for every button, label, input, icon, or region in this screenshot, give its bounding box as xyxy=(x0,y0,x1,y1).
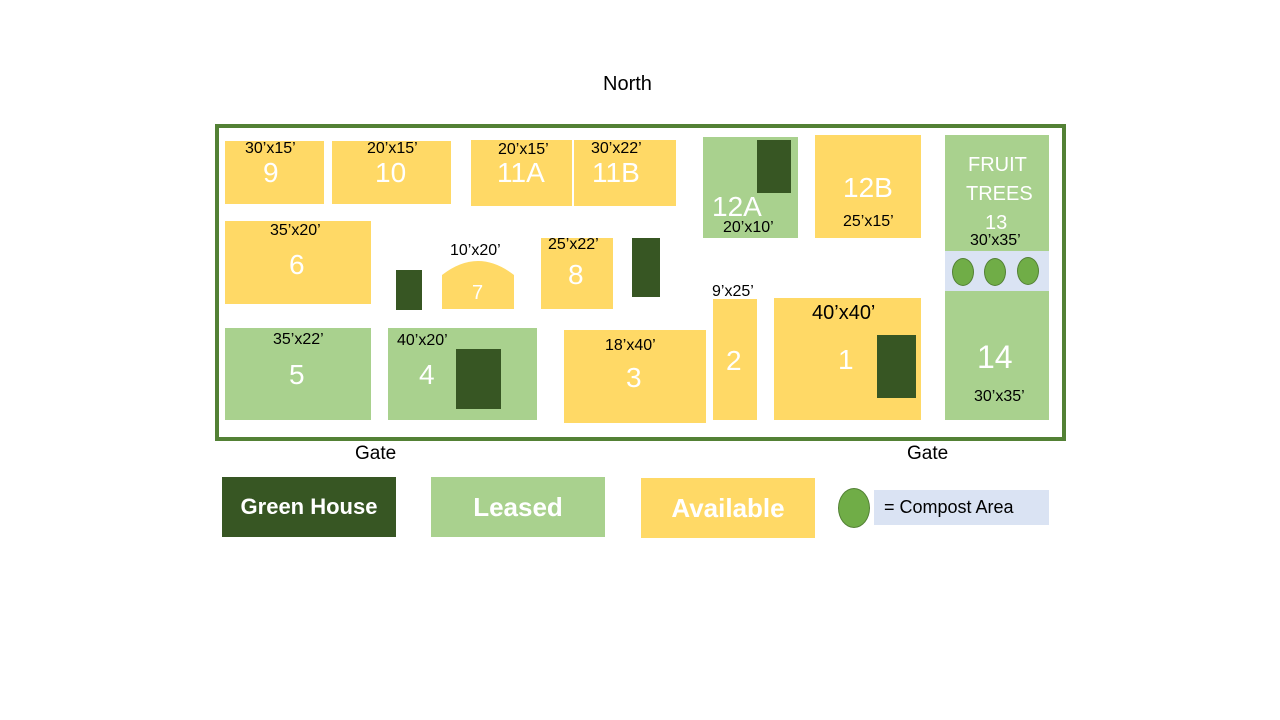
plot-9-size: 30’x15’ xyxy=(245,140,296,157)
plot-9[interactable] xyxy=(225,141,324,204)
plot-7[interactable] xyxy=(442,261,514,309)
legend-available: Available xyxy=(641,478,815,538)
plot-13-fruit-trees[interactable] xyxy=(945,135,1049,251)
plot-10-number: 10 xyxy=(375,157,407,188)
plot-3-size: 18’x40’ xyxy=(605,337,656,354)
plot-11a[interactable] xyxy=(471,140,572,206)
plot-11b[interactable] xyxy=(574,140,676,206)
legend-green-house: Green House xyxy=(222,477,396,537)
plot-6-size: 35’x20’ xyxy=(270,222,321,239)
plot-10-size: 20’x15’ xyxy=(367,140,418,157)
legend-compost-label: = Compost Area xyxy=(874,490,1049,525)
plot-14-number: 14 xyxy=(977,339,1013,375)
plot-5-size: 35’x22’ xyxy=(273,331,324,348)
plot-14[interactable] xyxy=(945,291,1049,420)
plot-13-size: 30’x35’ xyxy=(970,232,1021,249)
plot-12b[interactable] xyxy=(815,135,921,238)
plot-13-title-line1: FRUIT xyxy=(968,154,1027,176)
plot-12a-number: 12A xyxy=(712,191,762,222)
plot-8[interactable] xyxy=(541,238,613,309)
green-house-row2-left xyxy=(396,270,422,310)
gate-right-label: Gate xyxy=(907,443,949,464)
plot-1-number: 1 xyxy=(838,344,854,375)
plot-11b-size: 30’x22’ xyxy=(591,140,642,157)
plot-4-number: 4 xyxy=(419,359,435,390)
garden-boundary xyxy=(215,124,1066,441)
plot-9-number: 9 xyxy=(263,157,279,188)
plot-7-number: 7 xyxy=(472,282,484,304)
plot-10[interactable] xyxy=(332,141,451,204)
plot-13-title-line2: TREES xyxy=(966,183,1033,205)
plot-14-size: 30’x35’ xyxy=(974,388,1025,405)
plot-7-size: 10’x20’ xyxy=(450,242,501,259)
plot-3[interactable] xyxy=(564,330,706,423)
north-label: North xyxy=(603,73,652,95)
plot-11a-number: 11A xyxy=(497,157,545,188)
plot-11b-number: 11B xyxy=(592,157,640,188)
plot-12a-size: 20’x10’ xyxy=(723,219,774,236)
compost-circle-3 xyxy=(1017,257,1039,285)
plot-6[interactable] xyxy=(225,221,371,304)
plot-3-number: 3 xyxy=(626,362,642,393)
plot-4-green-house xyxy=(456,349,501,409)
plot-8-size: 25’x22’ xyxy=(548,236,599,253)
plot-2-size: 9’x25’ xyxy=(712,283,754,300)
plot-12b-size: 25’x15’ xyxy=(843,213,894,230)
plot-12a-green-house xyxy=(757,140,791,193)
legend-compost-icon xyxy=(838,488,870,528)
compost-circle-1 xyxy=(952,258,974,286)
plot-1-size: 40’x40’ xyxy=(812,302,876,324)
plot-5[interactable] xyxy=(225,328,371,420)
plot-8-number: 8 xyxy=(568,259,584,290)
plot-12b-number: 12B xyxy=(843,172,893,203)
plot-13-number: 13 xyxy=(985,212,1008,234)
compost-circle-2 xyxy=(984,258,1006,286)
plot-2[interactable] xyxy=(713,299,757,420)
plot-2-number: 2 xyxy=(726,345,742,376)
gate-left-label: Gate xyxy=(355,443,397,464)
plot-1-green-house xyxy=(877,335,916,398)
plot-4-size: 40’x20’ xyxy=(397,332,448,349)
legend-leased: Leased xyxy=(431,477,605,537)
plot-5-number: 5 xyxy=(289,359,305,390)
plot-11a-size: 20’x15’ xyxy=(498,141,549,158)
plot-6-number: 6 xyxy=(289,249,305,280)
green-house-row2-right xyxy=(632,238,660,297)
